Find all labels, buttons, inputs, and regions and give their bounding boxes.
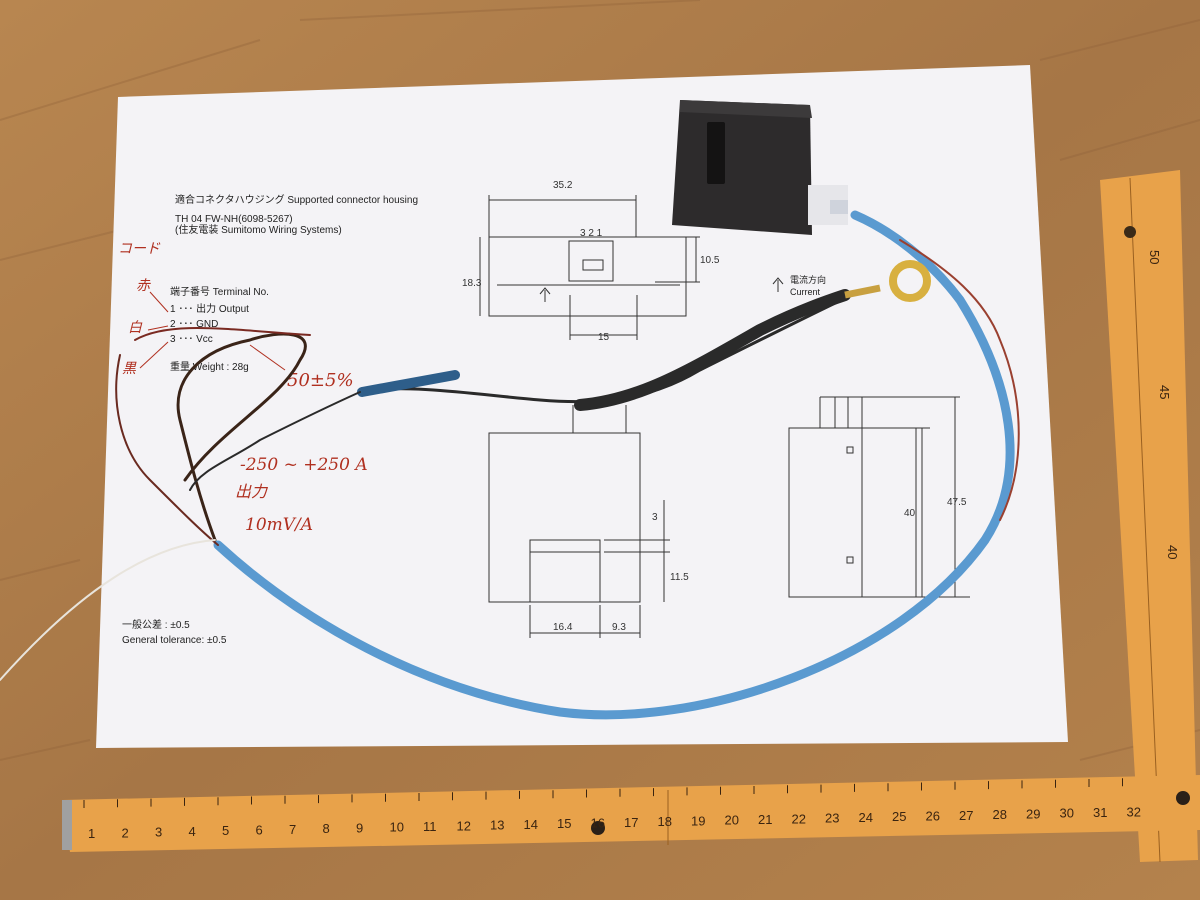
- tolerance-jp: 一般公差 : ±0.5: [122, 618, 190, 631]
- dim-40: 40: [904, 508, 916, 519]
- dim-10-5: 10.5: [700, 255, 720, 266]
- note-red: 赤: [136, 278, 151, 294]
- note-code: コード: [118, 241, 161, 257]
- ruler-h-label: 20: [725, 813, 739, 828]
- weight-label: 重量 Weight : 28g: [170, 360, 249, 373]
- current-sensor-module: [672, 100, 848, 235]
- ruler-h-label: 13: [490, 818, 504, 833]
- ruler-h-label: 6: [256, 823, 263, 838]
- current-arrow-icon: [772, 277, 784, 292]
- ruler-v-40: 40: [1165, 545, 1180, 559]
- header-line-1: 適合コネクタハウジング Supported connector housing: [175, 193, 418, 206]
- dim-18-3: 18.3: [462, 278, 482, 289]
- note-range: -250 ~ +250 A: [240, 455, 368, 475]
- note-tolerance: 50±5%: [287, 370, 354, 391]
- ruler-v-50: 50: [1147, 250, 1162, 264]
- dim-9-3: 9.3: [612, 622, 626, 633]
- ruler-h-label: 28: [993, 807, 1007, 822]
- current-direction-jp: 電流方向: [790, 274, 826, 285]
- ruler-h-label: 27: [959, 808, 973, 823]
- ruler-v-45: 45: [1157, 385, 1172, 399]
- ruler-h-label: 18: [658, 814, 672, 829]
- tolerance-en: General tolerance: ±0.5: [122, 635, 227, 646]
- ruler-h-label: 29: [1026, 806, 1040, 821]
- horizontal-ruler: [62, 775, 1200, 852]
- ruler-h-label: 19: [691, 813, 705, 828]
- ruler-h-label: 8: [323, 821, 330, 836]
- ruler-h-label: 2: [122, 825, 129, 840]
- pin-numbers: 3 2 1: [580, 228, 603, 239]
- ruler-h-label: 23: [825, 811, 839, 826]
- note-white: 白: [128, 320, 143, 336]
- ruler-h-label: 30: [1060, 806, 1074, 821]
- ruler-h-label: 7: [289, 822, 296, 837]
- note-lines: [139, 291, 286, 371]
- header-line-3: (住友電装 Sumitomo Wiring Systems): [175, 223, 342, 236]
- dim-16-4: 16.4: [553, 622, 573, 633]
- ruler-h-label: 26: [926, 809, 940, 824]
- ruler-h-label: 4: [189, 824, 196, 839]
- vertical-ruler: [1100, 170, 1198, 863]
- ruler-h-label: 9: [356, 820, 363, 835]
- ruler-h-label: 5: [222, 823, 229, 838]
- ruler-h-label: 25: [892, 809, 906, 824]
- ruler-h-label: 16: [591, 816, 605, 831]
- ruler-h-label: 17: [624, 815, 638, 830]
- ruler-h-label: 32: [1127, 804, 1141, 819]
- note-output: 出力: [235, 482, 269, 501]
- dim-11-5: 11.5: [670, 572, 689, 583]
- ruler-h-label: 10: [390, 820, 404, 835]
- ruler-h-label: 15: [557, 816, 571, 831]
- current-direction-en: Current: [790, 287, 821, 297]
- ruler-h-label: 11: [423, 819, 437, 834]
- ruler-h-label: 31: [1093, 805, 1107, 820]
- terminal-title: 端子番号 Terminal No.: [170, 285, 269, 298]
- ruler-h-label: 24: [859, 810, 873, 825]
- dim-15: 15: [598, 332, 610, 343]
- ruler-h-label: 21: [758, 812, 772, 827]
- ruler-h-label: 12: [457, 818, 471, 833]
- front-view-drawing: [488, 405, 670, 638]
- side-view-drawing: [788, 396, 970, 598]
- terminal-2: 2 ･･･ GND: [170, 319, 218, 330]
- ruler-h-label: 22: [792, 811, 806, 826]
- dim-47-5: 47.5: [947, 497, 967, 508]
- top-view-drawing: [479, 195, 700, 340]
- dim-3: 3: [652, 512, 658, 523]
- ruler-h-label: 14: [524, 817, 538, 832]
- terminal-3: 3 ･･･ Vcc: [170, 334, 213, 345]
- header-line-2: TH 04 FW-NH(6098-5267): [175, 214, 293, 225]
- terminal-1: 1 ･･･ 出力 Output: [170, 302, 249, 315]
- note-sensitivity: 10mV/A: [245, 515, 313, 535]
- ring-terminal: [844, 260, 931, 302]
- ruler-h-label: 1: [88, 826, 95, 841]
- ruler-h-label: 3: [155, 825, 162, 840]
- dim-35-2: 35.2: [553, 180, 573, 191]
- wire-harness: [0, 210, 1020, 720]
- note-black: 黒: [122, 361, 137, 377]
